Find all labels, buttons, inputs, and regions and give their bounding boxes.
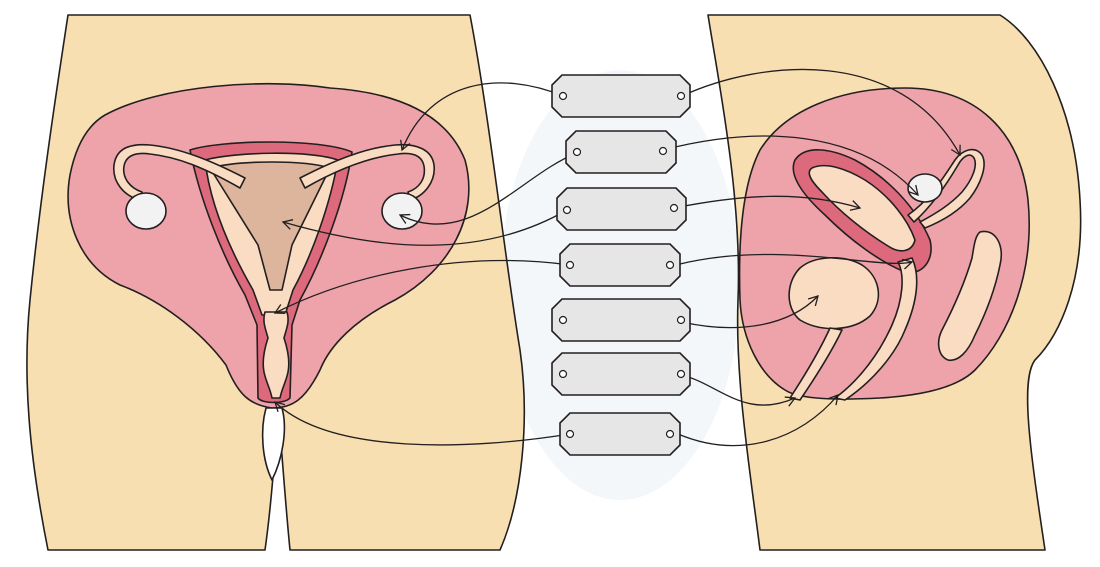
side-ovary <box>907 173 943 203</box>
label-box-2-left-connector <box>572 147 582 157</box>
front-uterine-cavity <box>209 161 331 291</box>
leader-lines <box>273 68 961 447</box>
front-cervix <box>262 311 290 399</box>
leader-2-front <box>398 152 578 225</box>
label-box-6[interactable] <box>551 352 691 396</box>
label-box-4[interactable] <box>559 243 681 287</box>
label-box-1[interactable] <box>551 74 691 118</box>
label-box-7-left-connector <box>565 429 575 439</box>
leader-5-side <box>681 295 819 329</box>
leader-7-side <box>677 393 839 447</box>
side-fallopian-tube <box>907 148 985 229</box>
leader-4-side <box>679 253 914 270</box>
label-box-2-right-connector <box>658 146 668 156</box>
front-view <box>26 14 526 551</box>
label-box-3[interactable] <box>556 187 687 231</box>
label-boxes <box>551 74 691 456</box>
leader-2-side <box>662 135 919 196</box>
label-box-5[interactable] <box>551 298 691 342</box>
front-left-ovary <box>125 192 167 230</box>
front-right-ovary <box>381 192 423 230</box>
side-urethra <box>789 327 843 401</box>
label-box-4-right-connector <box>665 260 675 270</box>
label-box-7[interactable] <box>559 412 681 456</box>
front-right-fallopian-tube <box>299 143 435 201</box>
label-box-1-left-connector <box>558 91 568 101</box>
front-vaginal-opening <box>261 407 286 481</box>
label-box-6-left-connector <box>558 369 568 379</box>
label-box-6-right-connector <box>676 369 686 379</box>
label-box-7-right-connector <box>665 429 675 439</box>
leader-1-front <box>400 82 564 152</box>
leader-4-front <box>273 259 571 315</box>
label-box-5-left-connector <box>558 315 568 325</box>
leader-7-front <box>274 401 571 446</box>
label-box-3-right-connector <box>669 203 679 213</box>
leader-3-side <box>673 195 862 211</box>
label-box-5-right-connector <box>676 315 686 325</box>
side-view <box>707 14 1082 551</box>
label-box-2[interactable] <box>565 130 677 174</box>
side-bladder <box>788 257 880 330</box>
label-box-3-left-connector <box>562 205 572 215</box>
side-uterus-inner <box>808 164 916 252</box>
leader-6-side <box>681 374 797 407</box>
side-rectum <box>937 230 1002 361</box>
label-box-1-right-connector <box>676 91 686 101</box>
leader-1-side <box>681 68 961 157</box>
leader-3-front <box>281 209 568 246</box>
label-box-4-left-connector <box>565 260 575 270</box>
